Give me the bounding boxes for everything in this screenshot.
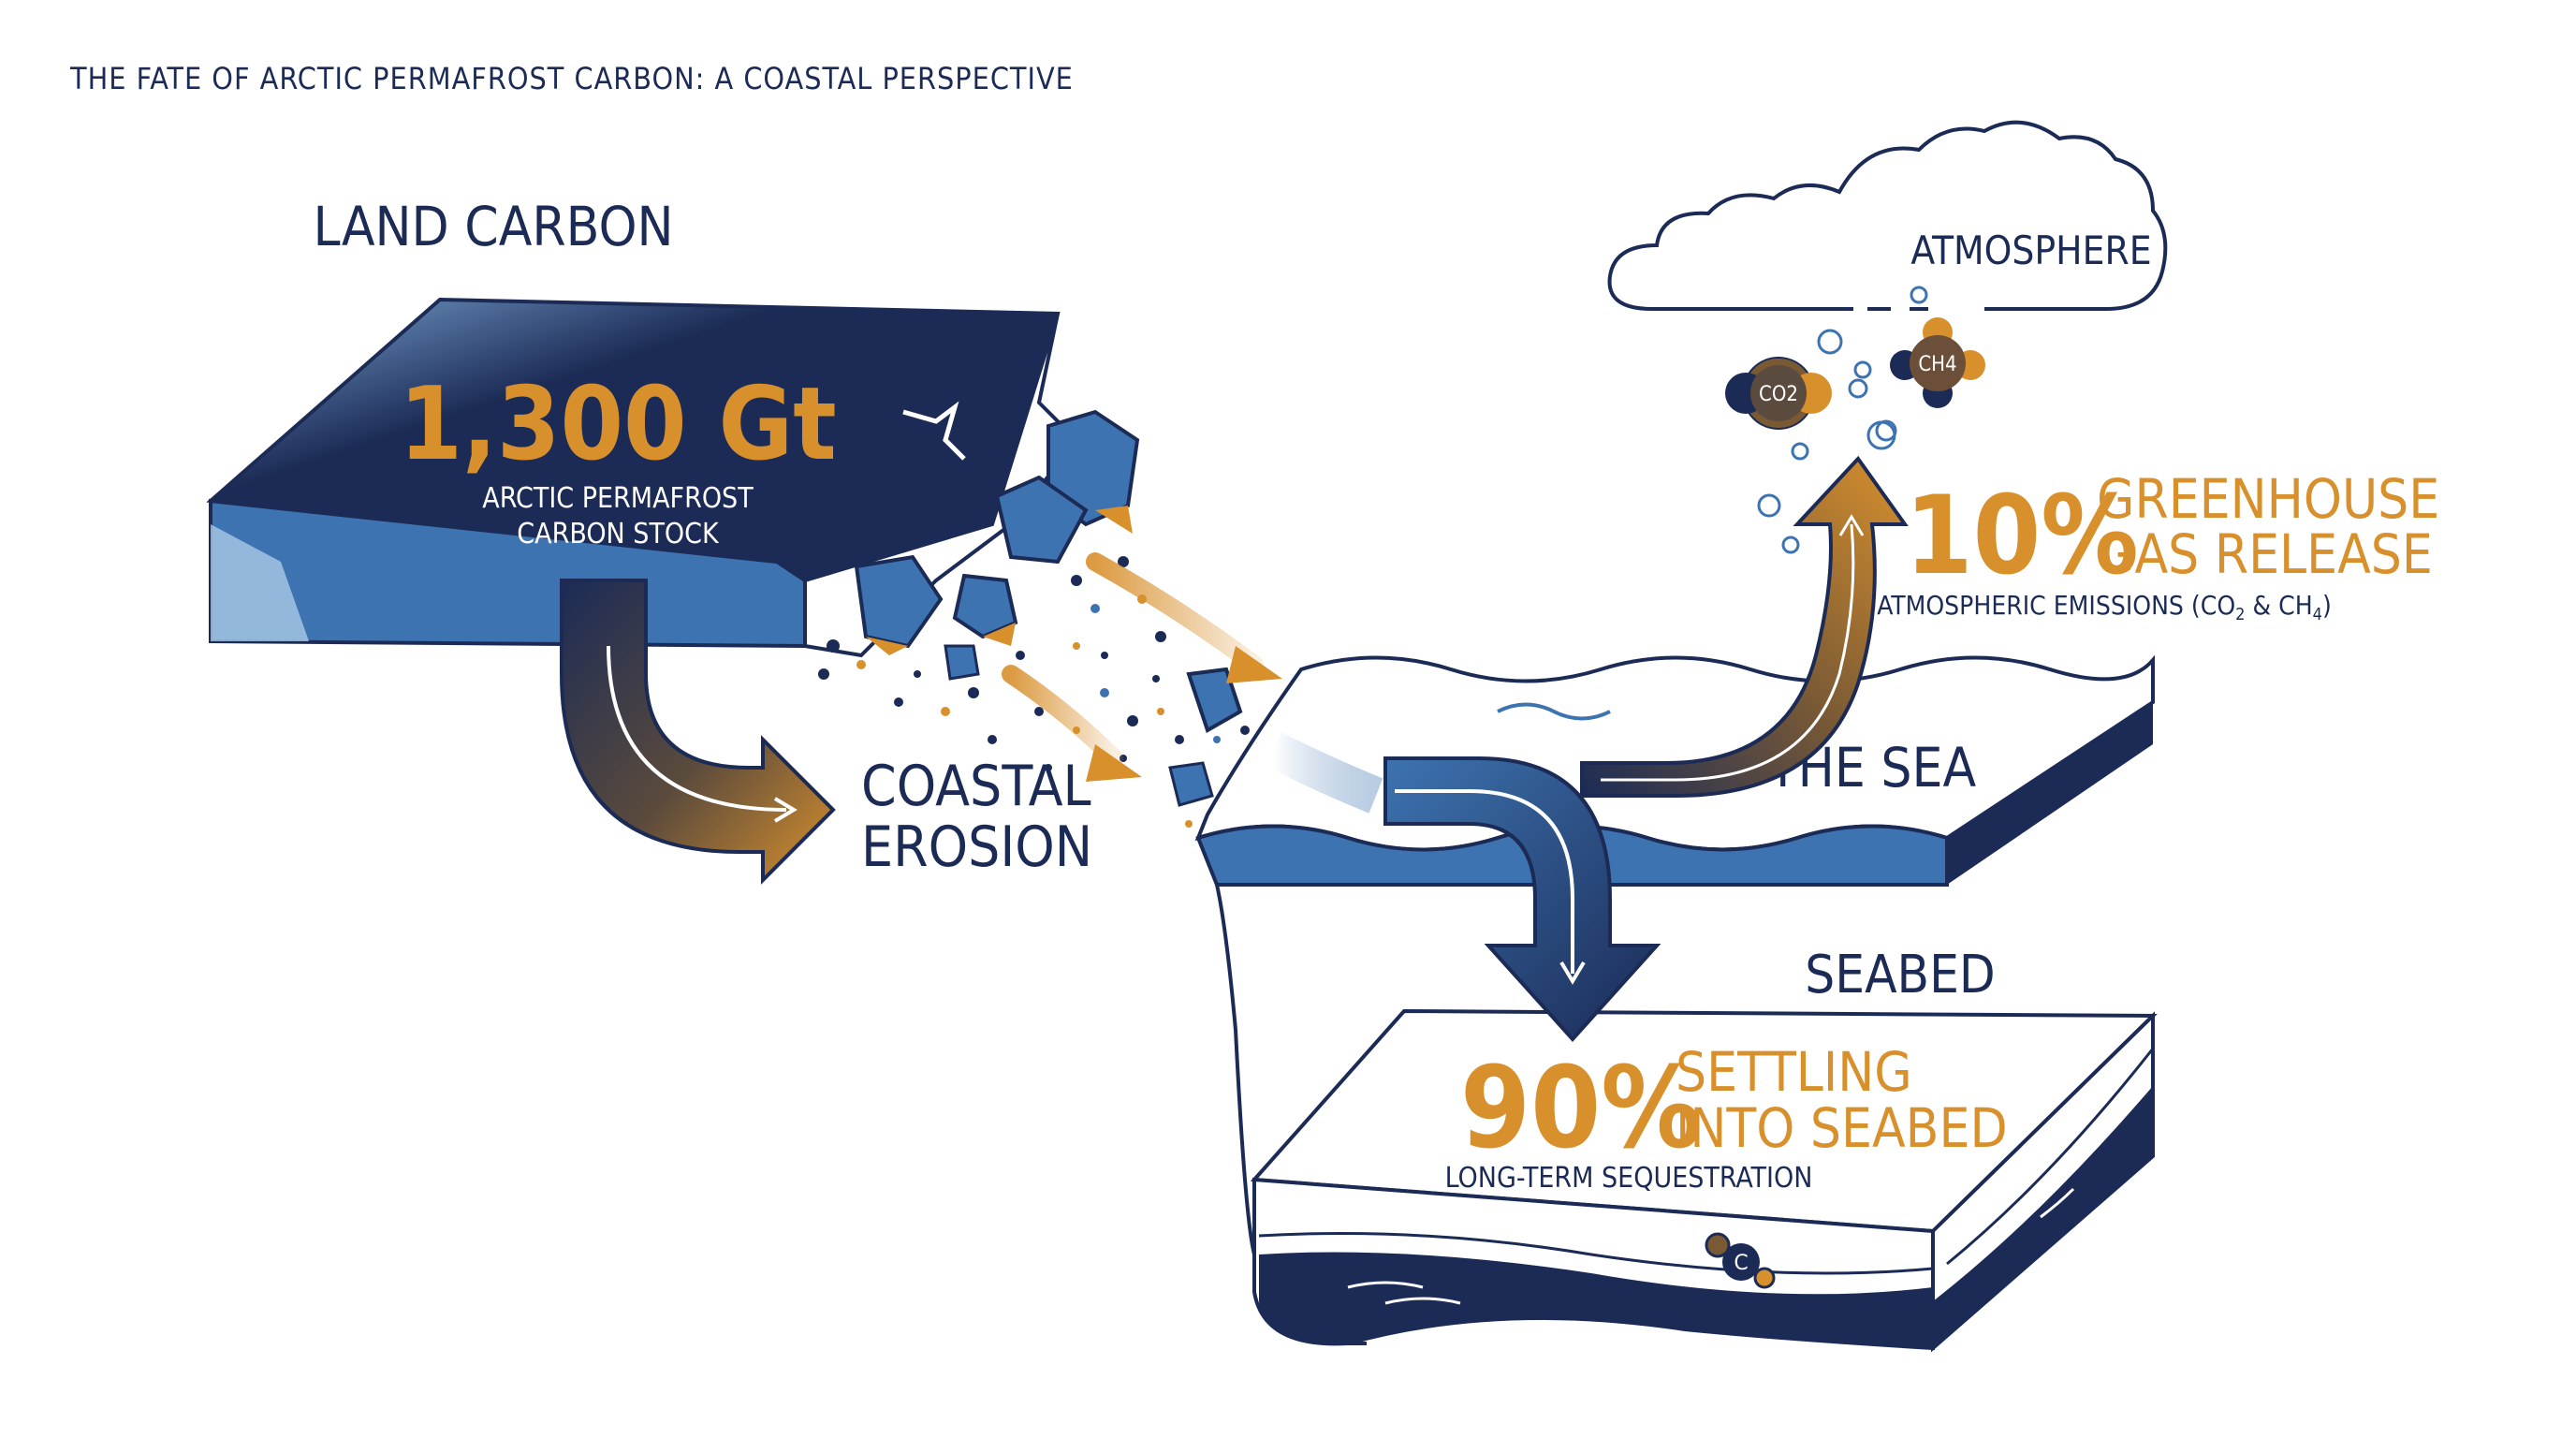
sea-to-atmosphere-arrow	[1580, 455, 1909, 798]
carbon-molecule: C	[1705, 1232, 1776, 1289]
debris-particle	[1127, 715, 1138, 726]
bubble	[1848, 378, 1868, 399]
bubble	[1910, 286, 1928, 304]
erosion-label-line1: COASTAL	[861, 754, 1091, 819]
debris-particle	[988, 735, 997, 744]
land-heading: LAND CARBON	[313, 195, 673, 258]
rock-small-d	[1168, 761, 1214, 807]
eroding-rocks	[854, 409, 1340, 807]
debris-particle	[856, 660, 866, 669]
bubble	[1817, 329, 1843, 355]
bubble	[1866, 420, 1896, 450]
land-stock-label-line2: CARBON STOCK	[517, 518, 720, 550]
seabed-percent: 90%	[1460, 1044, 1702, 1174]
land-stock-label-line1: ARCTIC PERMAFROST	[482, 482, 754, 515]
co2-molecule: CO2	[1725, 357, 1832, 430]
debris-particle	[1101, 652, 1108, 659]
debris-particle	[1073, 642, 1080, 650]
bubble	[1781, 536, 1800, 554]
debris-particle	[1155, 631, 1166, 642]
debris-particle	[941, 707, 950, 716]
seabed-block	[1215, 884, 2158, 1353]
ch4-label: CH4	[1918, 353, 1956, 376]
bubble	[1853, 360, 1872, 379]
cloud-outline	[1607, 120, 2168, 311]
co2-label: CO2	[1759, 383, 1798, 406]
ice-crack	[902, 401, 966, 461]
seabed-sediment-dark	[1259, 1252, 1933, 1348]
debris-particle	[1213, 736, 1221, 743]
sea-side-face	[1947, 702, 2153, 885]
debris-particle	[894, 697, 903, 707]
bubble	[1757, 493, 1781, 518]
sea-to-seabed-arrow	[1383, 756, 1661, 1042]
debris-particle	[1157, 708, 1164, 715]
atmosphere-sublabel: ATMOSPHERIC EMISSIONS (CO2 & CH4)	[1877, 590, 2332, 624]
bubble	[1875, 419, 1897, 442]
debris-particle	[1090, 604, 1100, 613]
debris-stream-arrow-upper	[1086, 552, 1264, 674]
debris-particle	[1152, 675, 1160, 682]
debris-particle	[1016, 651, 1025, 660]
erosion-label-line2: EROSION	[861, 814, 1092, 880]
seabed-label-line1: SETTLING	[1676, 1040, 1912, 1104]
debris-particle	[1175, 735, 1184, 744]
bubble	[1791, 442, 1809, 461]
land-to-erosion-arrow	[560, 579, 836, 885]
gas-bubbles	[1757, 286, 1928, 554]
debris-stream-arrowhead-lower	[1086, 744, 1142, 782]
debris-particle	[1100, 688, 1109, 697]
ch4-molecule: CH4	[1890, 317, 1985, 408]
debris-particle	[914, 670, 921, 678]
debris-particle	[1071, 575, 1082, 586]
atmosphere-label-line2: GAS RELEASE	[2097, 522, 2433, 586]
debris-particle	[968, 687, 979, 698]
debris-particle	[1034, 707, 1044, 716]
debris-particle	[1240, 726, 1250, 735]
rock-left	[854, 554, 944, 649]
debris-particle	[1045, 764, 1052, 771]
seabed-label-line2: INTO SEABED	[1676, 1096, 2008, 1160]
carbon-atom-label: C	[1734, 1252, 1748, 1275]
land-front-speckle	[211, 524, 309, 641]
debris-stream-arrow-lower	[1002, 665, 1123, 768]
debris-particle	[827, 639, 840, 653]
debris-particle	[1185, 820, 1193, 828]
atmosphere-percent: 10%	[1905, 473, 2139, 599]
seabed-sublabel: LONG-TERM SEQUESTRATION	[1445, 1162, 1813, 1195]
debris-particle	[818, 668, 829, 680]
debris-particle	[1118, 556, 1129, 567]
page-title: THE FATE OF ARCTIC PERMAFROST CARBON: A …	[69, 61, 1074, 96]
small-wave	[1497, 702, 1611, 721]
cloud	[1607, 120, 2168, 311]
rock-medium	[994, 475, 1089, 565]
atmosphere-heading: ATMOSPHERE	[1910, 227, 2151, 273]
debris-stream-arrowhead-upper	[1226, 646, 1282, 683]
land-stock-value: 1,300 Gt	[399, 366, 836, 483]
atmosphere-label-line1: GREENHOUSE	[2097, 467, 2439, 531]
rock-small-b	[1186, 667, 1243, 733]
seabed-heading: SEABED	[1805, 945, 1995, 1005]
rock-small-a	[944, 644, 980, 681]
